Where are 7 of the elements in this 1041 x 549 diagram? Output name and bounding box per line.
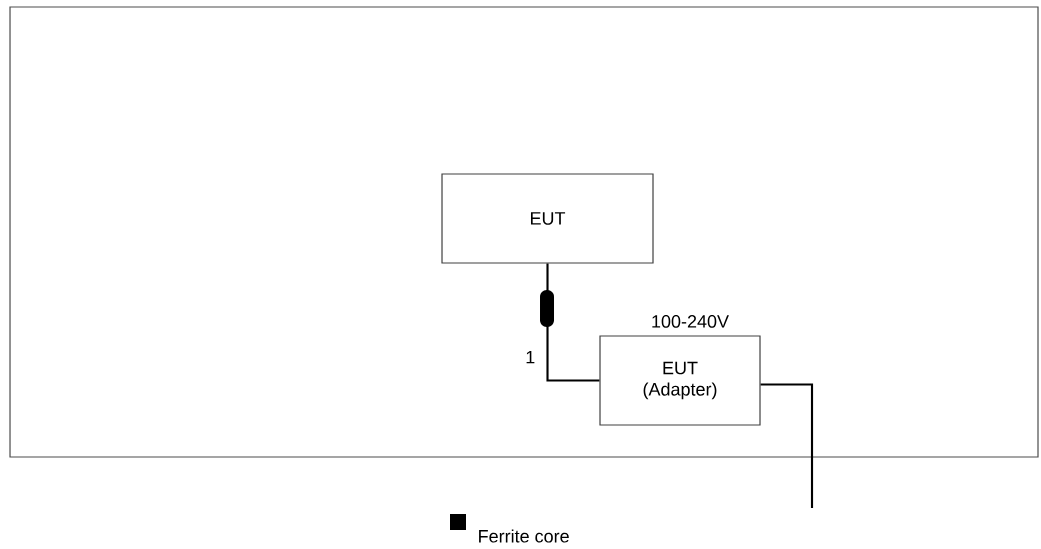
cable-number: 1 bbox=[523, 349, 537, 365]
legend-label: Ferrite core bbox=[479, 529, 569, 543]
voltage-label: 100-240V bbox=[652, 315, 729, 328]
device-box: EUT bbox=[441, 173, 654, 264]
device-box: EUT (Adapter) bbox=[599, 335, 761, 426]
table-outline bbox=[9, 6, 1039, 458]
power-cable bbox=[760, 383, 814, 508]
